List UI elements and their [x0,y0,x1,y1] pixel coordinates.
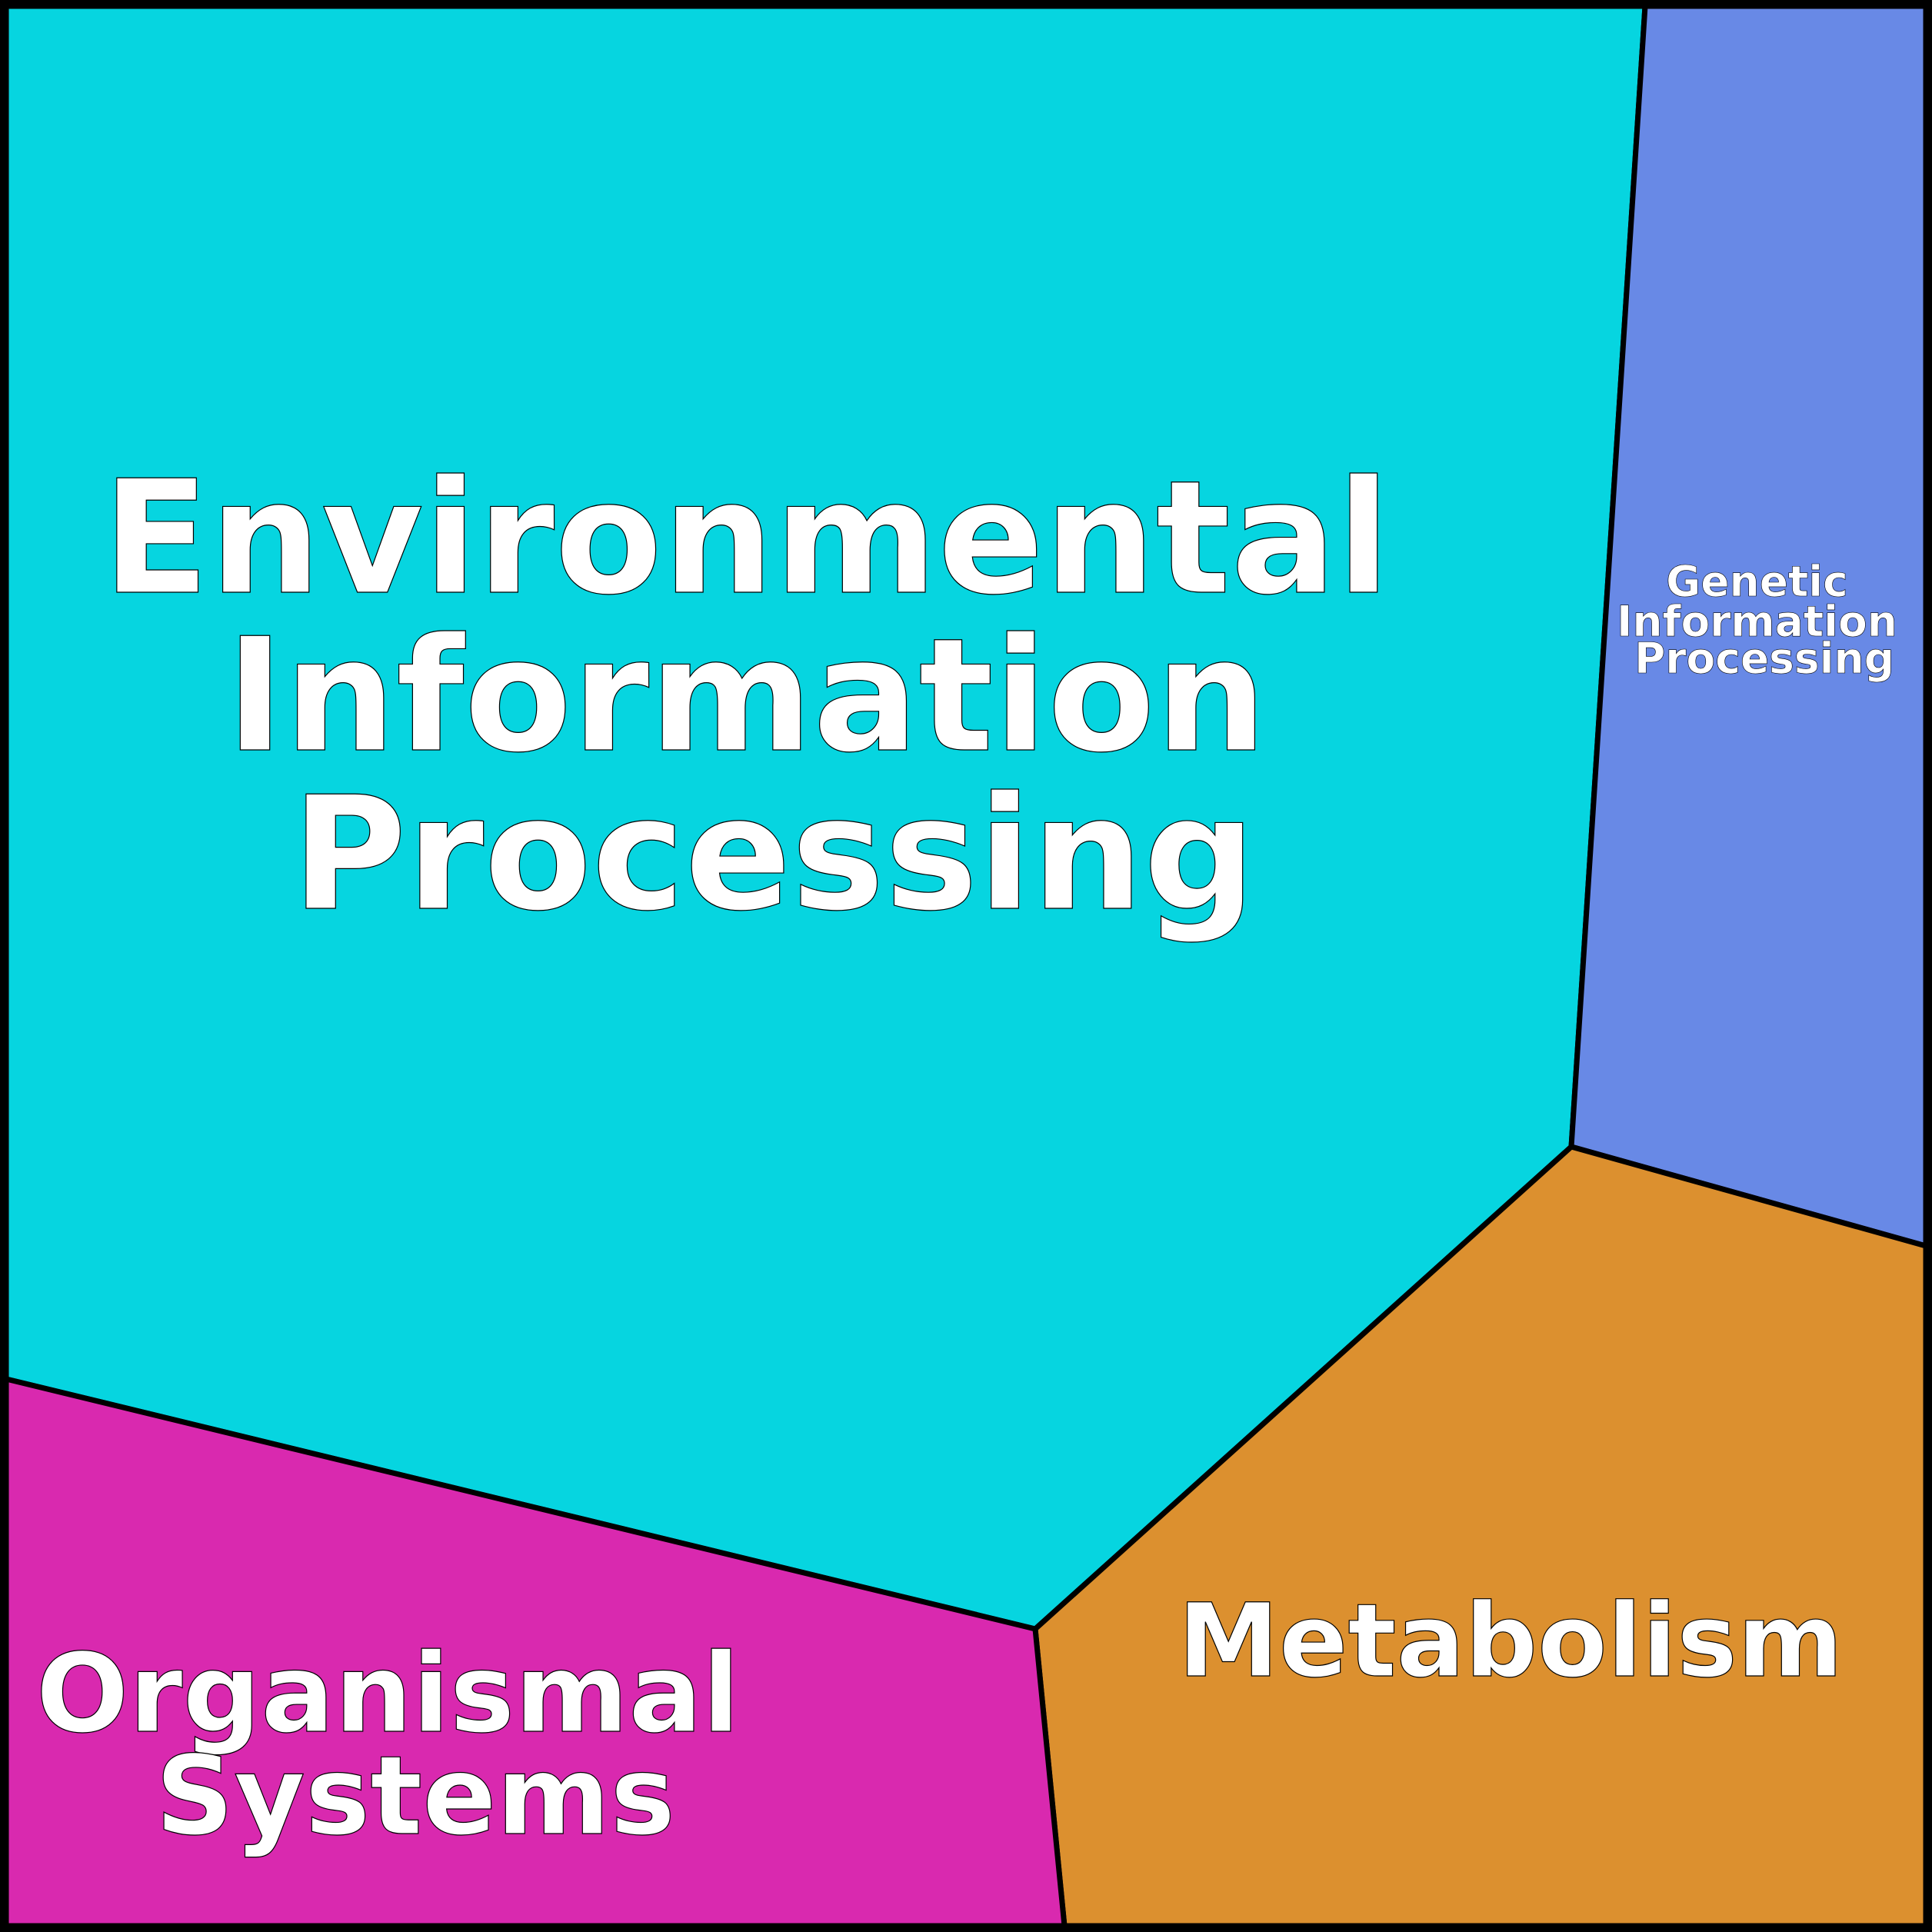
label-line: Processing [291,764,1256,946]
label-line: Information [1617,597,1897,646]
label-line: Processing [1634,634,1894,683]
label-organismal: Organismal Systems [36,1631,778,1860]
label-metabolism: Metabolism [1178,1582,1844,1700]
label-line: Genetic [1666,557,1848,606]
label-line: Information [226,605,1267,788]
label-environmental: Environmental Information Processing [102,448,1445,946]
label-genetic: Genetic Information Processing [1617,557,1912,683]
label-line: Metabolism [1178,1582,1844,1700]
label-line: Environmental [102,448,1391,630]
label-line: Organismal [36,1631,740,1757]
label-line: Systems [155,1733,675,1860]
